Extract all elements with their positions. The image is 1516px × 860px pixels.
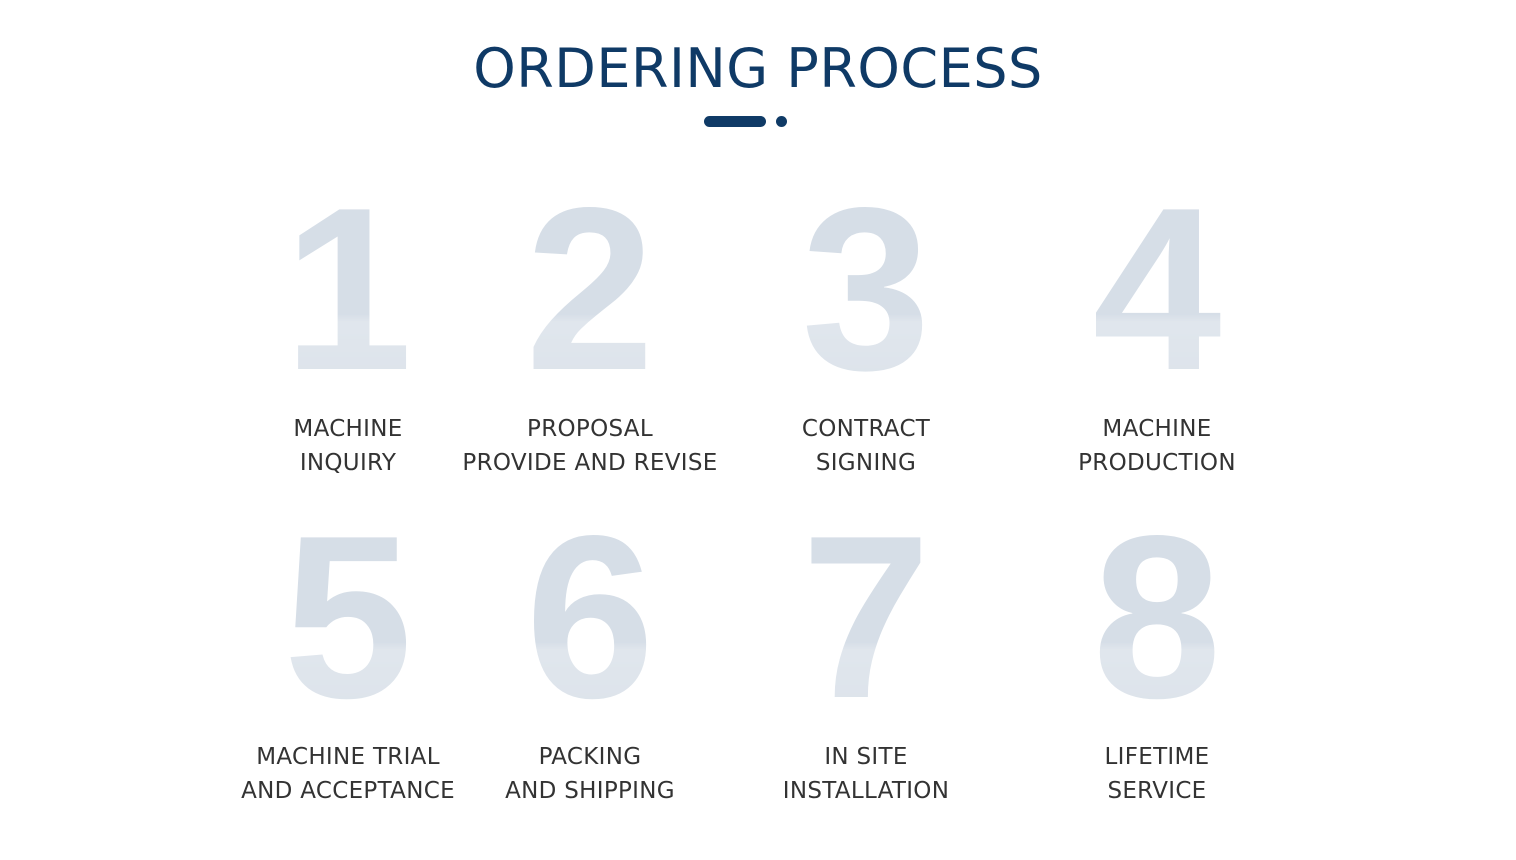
step-label-4-line-2: PRODUCTION (1078, 450, 1236, 476)
step-4: 4 MACHINE PRODUCTION (1007, 160, 1307, 500)
step-label-7-line-1: IN SITE (824, 744, 908, 770)
step-6: 6 PACKING AND SHIPPING (440, 488, 740, 828)
step-label-5: MACHINE TRIAL AND ACCEPTANCE (198, 740, 498, 808)
step-7: 7 IN SITE INSTALLATION (716, 488, 1016, 828)
step-label-3: CONTRACT SIGNING (716, 412, 1016, 480)
step-2: 2 PROPOSAL PROVIDE AND REVISE (440, 160, 740, 500)
step-number-8: 8 (1092, 488, 1222, 747)
step-number-3: 3 (801, 160, 931, 419)
step-label-5-line-2: AND ACCEPTANCE (241, 778, 455, 804)
title-underline-dot (776, 116, 787, 127)
step-number-5: 5 (283, 488, 413, 747)
step-label-7: IN SITE INSTALLATION (716, 740, 1016, 808)
step-label-8-line-1: LIFETIME (1104, 744, 1210, 770)
step-3: 3 CONTRACT SIGNING (716, 160, 1016, 500)
step-number-2: 2 (525, 160, 655, 419)
step-label-1-line-1: MACHINE (293, 416, 403, 442)
step-label-2: PROPOSAL PROVIDE AND REVISE (440, 412, 740, 480)
step-label-6-line-1: PACKING (538, 744, 642, 770)
step-label-4-line-1: MACHINE (1102, 416, 1212, 442)
step-8: 8 LIFETIME SERVICE (1007, 488, 1307, 828)
page-title: ORDERING PROCESS (473, 37, 1043, 100)
step-number-7: 7 (801, 488, 931, 747)
step-number-1: 1 (283, 160, 413, 419)
step-number-6: 6 (525, 488, 655, 747)
step-label-8-line-2: SERVICE (1107, 778, 1207, 804)
step-label-3-line-1: CONTRACT (801, 416, 931, 442)
step-number-4: 4 (1092, 160, 1222, 419)
step-label-5-line-1: MACHINE TRIAL (256, 744, 440, 770)
step-1: 1 MACHINE INQUIRY (198, 160, 498, 500)
step-label-6-line-2: AND SHIPPING (505, 778, 675, 804)
step-label-1: MACHINE INQUIRY (198, 412, 498, 480)
step-5: 5 MACHINE TRIAL AND ACCEPTANCE (198, 488, 498, 828)
step-label-4: MACHINE PRODUCTION (1007, 412, 1307, 480)
step-label-3-line-2: SIGNING (815, 450, 917, 476)
step-label-6: PACKING AND SHIPPING (440, 740, 740, 808)
step-label-2-line-2: PROVIDE AND REVISE (462, 450, 718, 476)
step-label-8: LIFETIME SERVICE (1007, 740, 1307, 808)
step-label-1-line-2: INQUIRY (299, 450, 397, 476)
step-label-2-line-1: PROPOSAL (527, 416, 653, 442)
step-label-7-line-2: INSTALLATION (782, 778, 950, 804)
title-underline-bar (704, 116, 766, 127)
